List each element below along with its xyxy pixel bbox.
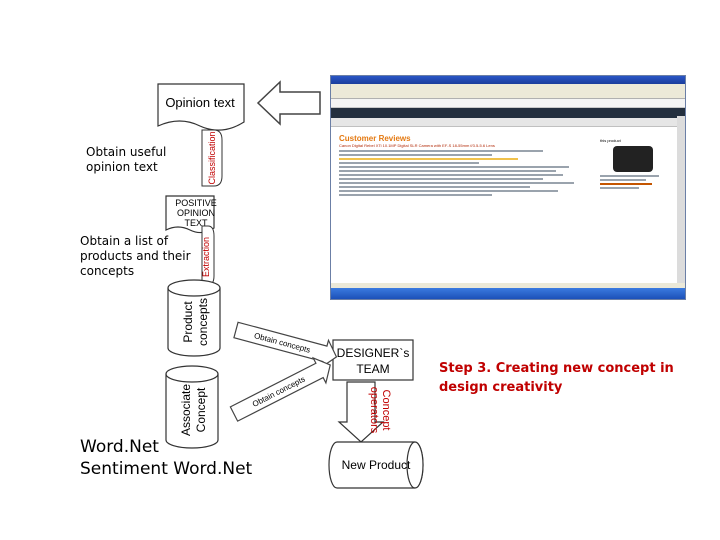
note-obtain-list-line-2: products and their	[80, 249, 191, 263]
note-obtain-useful: Obtain useful opinion text	[86, 145, 166, 175]
screenshot-to-opinion-arrow	[256, 80, 321, 126]
product-line: Canon Digital Rebel XTi 10.1MP Digital S…	[339, 143, 495, 148]
designers-line-1: DESIGNER`s	[337, 346, 410, 360]
site-tabs	[331, 118, 685, 127]
step3-line-1: Step 3. Creating new concept in	[439, 361, 674, 376]
extraction-label: Extraction	[201, 237, 211, 277]
designers-line-2: TEAM	[356, 362, 389, 376]
review-content: Customer Reviews Canon Digital Rebel XTi…	[339, 134, 594, 284]
concepts-label: concepts	[196, 298, 210, 346]
side-title: this product	[600, 138, 621, 143]
status-bar	[331, 283, 685, 288]
note-obtain-list-line-3: concepts	[80, 264, 135, 278]
product-label: Product	[181, 301, 195, 343]
wordnet-caption: Word.Net Sentiment Word.Net	[80, 436, 252, 480]
note-obtain-list: Obtain a list of products and their conc…	[80, 234, 191, 279]
opinion-text-label: Opinion text	[165, 95, 235, 110]
product-sidebar: this product	[600, 138, 665, 191]
note-obtain-useful-line-2: opinion text	[86, 160, 158, 174]
note-obtain-list-line-1: Obtain a list of	[80, 234, 169, 248]
wordnet-line-2: Sentiment Word.Net	[80, 459, 253, 479]
associate-concept-cylinder	[165, 365, 219, 449]
browser-address-bar	[331, 99, 685, 108]
scrollbar	[677, 116, 685, 286]
new-product-cylinder	[328, 441, 424, 489]
taskbar	[331, 288, 685, 299]
concept-operators-line-1: Concept	[380, 390, 392, 431]
classification-bracket	[201, 129, 223, 187]
opinion-text-document	[157, 83, 245, 131]
site-nav-bar	[331, 108, 685, 118]
wordnet-line-1: Word.Net	[80, 437, 159, 457]
positive-line-2: OPINION	[177, 208, 215, 218]
browser-titlebar	[331, 76, 685, 84]
associate-label: Associate	[179, 384, 193, 436]
note-obtain-useful-line-1: Obtain useful	[86, 145, 167, 159]
classification-label: Classification	[207, 131, 217, 184]
step3-caption: Step 3. Creating new concept in design c…	[439, 359, 674, 397]
concept-label: Concept	[194, 387, 208, 432]
concept-operators-line-2: operators	[368, 387, 380, 434]
concept-operators-arrow	[337, 381, 385, 443]
positive-line-3: TEXT	[184, 218, 208, 228]
new-product-label: New Product	[342, 458, 411, 472]
amazon-review-screenshot: Customer Reviews Canon Digital Rebel XTi…	[330, 75, 686, 300]
positive-line-1: POSITIVE	[175, 198, 217, 208]
reviews-heading: Customer Reviews	[339, 134, 411, 143]
browser-toolbar	[331, 84, 685, 99]
product-concepts-cylinder	[167, 279, 221, 357]
camera-icon	[612, 146, 653, 172]
obtain-concepts-arrow-lower: Obtain concepts	[229, 356, 331, 422]
step3-line-2: design creativity	[439, 380, 563, 395]
